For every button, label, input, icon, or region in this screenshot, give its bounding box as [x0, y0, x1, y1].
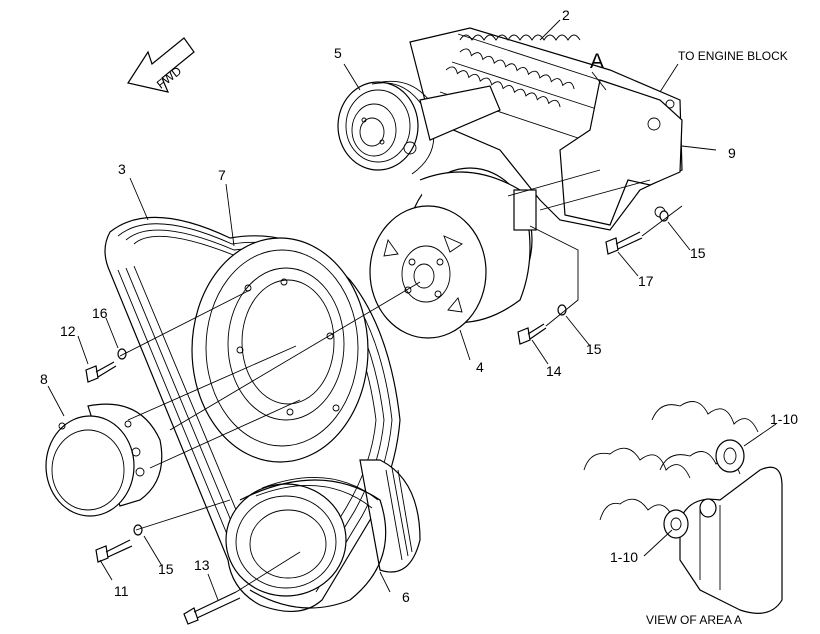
callout-12: 12 — [60, 323, 76, 339]
callout-14: 14 — [546, 363, 562, 379]
callout-15-upper: 15 — [690, 245, 706, 261]
leader-lines — [47, 19, 777, 601]
view-of-area-a-caption: VIEW OF AREA A — [646, 613, 742, 627]
hub-assembly — [45, 403, 163, 517]
bolt-12 — [85, 361, 117, 383]
tensioner-spring-upper — [451, 33, 619, 115]
callout-8: 8 — [40, 371, 48, 387]
callout-9: 9 — [728, 145, 736, 161]
callout-11: 11 — [114, 583, 129, 599]
callout-15-mid: 15 — [586, 341, 602, 357]
forward-arrow-icon: FWD — [127, 37, 195, 93]
bolt-13 — [183, 591, 241, 625]
belt-tensioner-assembly — [337, 27, 683, 231]
callout-4: 4 — [476, 359, 484, 375]
crankshaft-pulley — [191, 237, 369, 463]
callout-1-10-upper: 1-10 — [770, 411, 798, 427]
callout-6: 6 — [402, 589, 410, 605]
callout-16: 16 — [92, 305, 108, 321]
callout-7: 7 — [218, 167, 226, 183]
washer-16 — [117, 348, 127, 360]
bolt-11 — [95, 539, 133, 563]
callout-3: 3 — [118, 161, 126, 177]
to-engine-block-label: TO ENGINE BLOCK — [678, 49, 788, 63]
assembly-lines — [119, 169, 683, 593]
area-a-detail-view — [583, 401, 783, 614]
callout-15-lower: 15 — [158, 561, 174, 577]
bolt-14 — [517, 323, 547, 345]
callout-1-10-lower: 1-10 — [610, 549, 638, 565]
washer-15-lower — [133, 524, 143, 536]
callout-2: 2 — [562, 7, 570, 23]
callout-17: 17 — [638, 273, 654, 289]
callout-13: 13 — [194, 557, 210, 573]
idler-pulley — [337, 80, 443, 175]
alternator-pulley — [225, 459, 421, 609]
area-a-marker: A — [590, 50, 604, 73]
fan-drive-pulley — [369, 167, 537, 339]
callout-5: 5 — [334, 45, 342, 61]
bolt-17 — [605, 231, 643, 255]
